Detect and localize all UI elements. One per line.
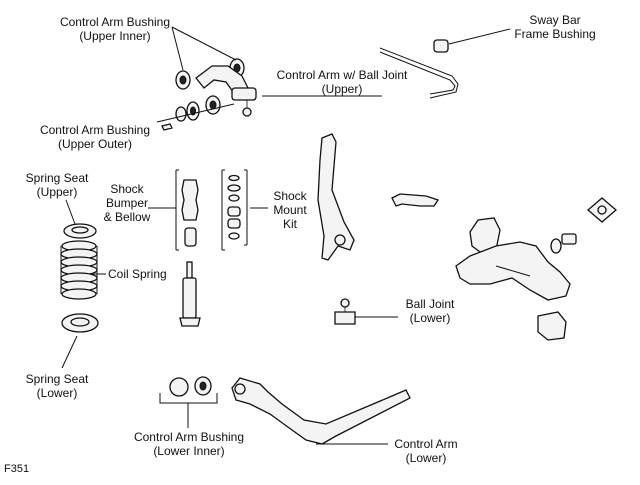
label-line: (Upper): [36, 185, 78, 199]
coil-spring-part: [60, 240, 98, 300]
lower-inner-bushing-part: [159, 376, 218, 404]
spring-seat-upper-part: [63, 223, 97, 239]
lower-ball-joint-part: [334, 298, 356, 325]
label-line: Sway Bar: [529, 13, 581, 27]
label-line: (Lower): [36, 386, 78, 400]
shock-absorber-part: [179, 261, 201, 327]
label-control-arm-lower: Control Arm (Lower): [386, 437, 466, 465]
label-line: Ball Joint: [405, 297, 455, 311]
label-line: Bumper: [105, 196, 149, 210]
label-shock-mount-kit: Shock Mount Kit: [264, 189, 316, 231]
label-spring-seat-upper: Spring Seat (Upper): [15, 171, 99, 199]
label-sway-bar-frame-bushing: Sway Bar Frame Bushing: [505, 13, 605, 41]
arm-bracket-part: [391, 193, 440, 207]
label-line: Control Arm w/ Ball Joint: [276, 68, 408, 82]
steering-knuckle-part: [317, 133, 355, 261]
shock-mount-kit-part: [221, 169, 248, 251]
label-line: Shock: [110, 182, 144, 196]
sway-bar-part: [379, 39, 459, 99]
label-line: Control Arm Bushing: [39, 123, 151, 137]
leader-lines: [61, 26, 511, 445]
label-line: Coil Spring: [108, 267, 167, 281]
label-line: (Lower Inner): [153, 444, 225, 458]
label-line: Control Arm Bushing: [133, 430, 245, 444]
shock-bumper-bellow-part: [175, 169, 199, 251]
label-line: Spring Seat: [25, 372, 89, 386]
label-line: Control Arm: [394, 437, 458, 451]
lower-control-arm-part: [231, 377, 411, 445]
label-line: Kit: [282, 217, 297, 231]
label-control-arm-bushing-lower-inner: Control Arm Bushing (Lower Inner): [124, 430, 254, 458]
upper-control-arm-part: [195, 65, 257, 117]
label-line: Mount: [273, 203, 307, 217]
label-coil-spring: Coil Spring: [108, 267, 167, 281]
label-line: Control Arm Bushing: [59, 15, 171, 29]
label-control-arm-bushing-upper-inner: Control Arm Bushing (Upper Inner): [50, 15, 180, 43]
label-line: & Bellow: [103, 210, 151, 224]
label-shock-bumper-bellow: Shock Bumper & Bellow: [97, 182, 157, 224]
upper-outer-bushing-part: [161, 95, 221, 131]
label-line: Shock: [273, 189, 307, 203]
label-line: (Upper Inner): [79, 29, 151, 43]
label-ball-joint-lower: Ball Joint (Lower): [394, 297, 466, 325]
spring-seat-lower-part: [61, 313, 99, 333]
label-spring-seat-lower: Spring Seat (Lower): [15, 372, 99, 400]
label-control-arm-bushing-upper-outer: Control Arm Bushing (Upper Outer): [30, 123, 160, 151]
label-line: (Upper): [321, 82, 363, 96]
label-line: (Lower): [409, 311, 451, 325]
hub-assembly-part: [455, 197, 617, 341]
label-line: Frame Bushing: [514, 27, 596, 41]
label-line: Spring Seat: [25, 171, 89, 185]
label-line: (Lower): [405, 451, 447, 465]
label-line: (Upper Outer): [57, 137, 133, 151]
label-control-arm-ball-joint-upper: Control Arm w/ Ball Joint (Upper): [262, 68, 422, 96]
figure-id: F351: [4, 463, 30, 475]
upper-inner-bushing-part: [175, 58, 245, 90]
